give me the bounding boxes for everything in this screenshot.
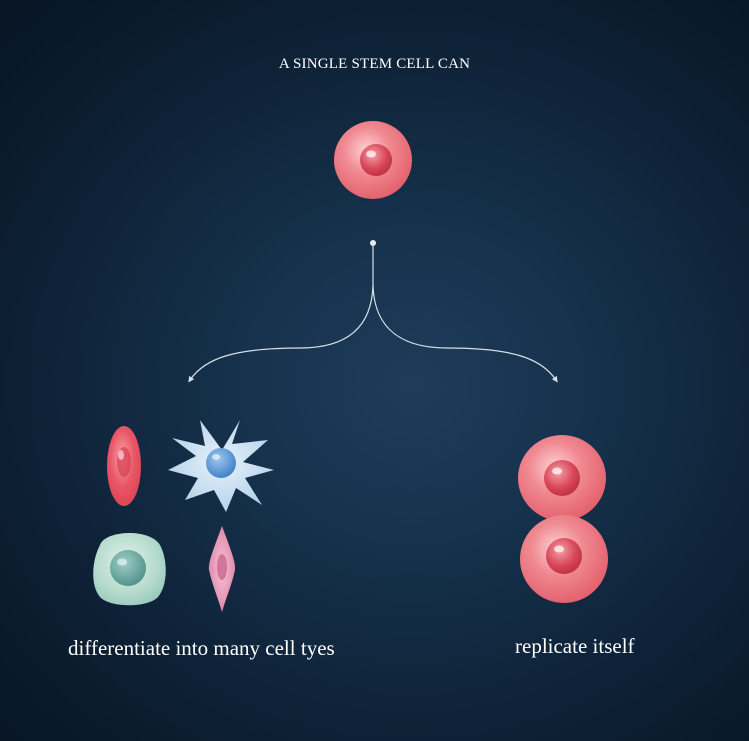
differentiated-cells xyxy=(93,420,274,612)
stem-cell xyxy=(334,121,412,199)
replicated-cell-top xyxy=(518,435,606,521)
arrow-to-replication xyxy=(372,284,558,383)
branch-arrows xyxy=(188,240,558,383)
tissue-cell xyxy=(93,532,166,606)
differentiate-caption: differentiate into many cell tyes xyxy=(68,636,335,660)
replicated-cell-bottom xyxy=(520,515,608,603)
nerve-cell xyxy=(168,420,274,512)
replicating-cells xyxy=(518,435,608,603)
blood-cell xyxy=(107,426,141,506)
replicate-caption: replicate itself xyxy=(515,634,635,658)
arrow-to-differentiation xyxy=(188,284,374,383)
diagram-title: A SINGLE STEM CELL CAN xyxy=(278,56,471,72)
muscle-cell xyxy=(208,526,236,612)
